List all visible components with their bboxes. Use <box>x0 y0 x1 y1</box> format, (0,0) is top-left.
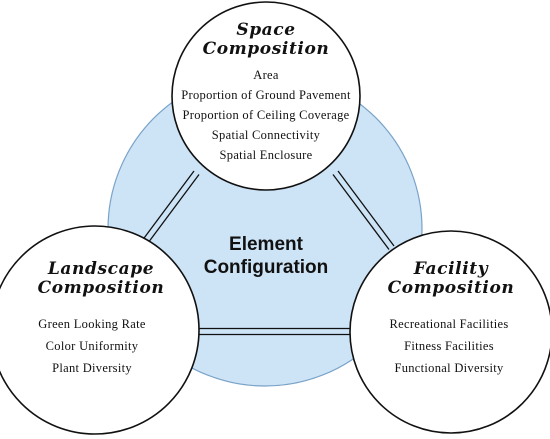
facility-composition-circle <box>349 230 550 434</box>
space-item-area: Area <box>253 68 279 82</box>
space-item-spatial-connectivity: Spatial Connectivity <box>211 128 321 142</box>
connector-landscape-facility <box>198 327 356 336</box>
landscape-item-color-uniformity: Color Uniformity <box>45 339 139 353</box>
space-composition-circle <box>171 1 361 191</box>
landscape-composition-circle <box>0 225 200 435</box>
facility-item-fitness: Fitness Facilities <box>404 339 494 353</box>
landscape-item-green-looking-rate: Green Looking Rate <box>38 317 146 331</box>
space-composition-title-line-1: Space <box>236 20 296 40</box>
landscape-composition-title-line-1: Landscape <box>47 259 155 279</box>
center-title-line-2: Configuration <box>203 257 329 278</box>
connector-space-facility <box>332 170 395 250</box>
facility-composition-title-line-2: Composition <box>387 278 515 298</box>
center-title-line-1: Element <box>229 234 303 255</box>
facility-item-functional-diversity: Functional Diversity <box>394 361 504 375</box>
landscape-composition-title-line-2: Composition <box>37 278 165 298</box>
facility-composition-title-line-1: Facility <box>413 259 489 279</box>
connector-space-landscape <box>139 170 200 248</box>
space-composition-title-line-2: Composition <box>202 39 330 59</box>
space-item-spatial-enclosure: Spatial Enclosure <box>219 148 313 162</box>
space-item-ground-pavement: Proportion of Ground Pavement <box>181 88 351 102</box>
landscape-item-plant-diversity: Plant Diversity <box>52 361 132 375</box>
space-item-ceiling-coverage: Proportion of Ceiling Coverage <box>182 108 350 122</box>
facility-item-recreational: Recreational Facilities <box>389 317 509 331</box>
